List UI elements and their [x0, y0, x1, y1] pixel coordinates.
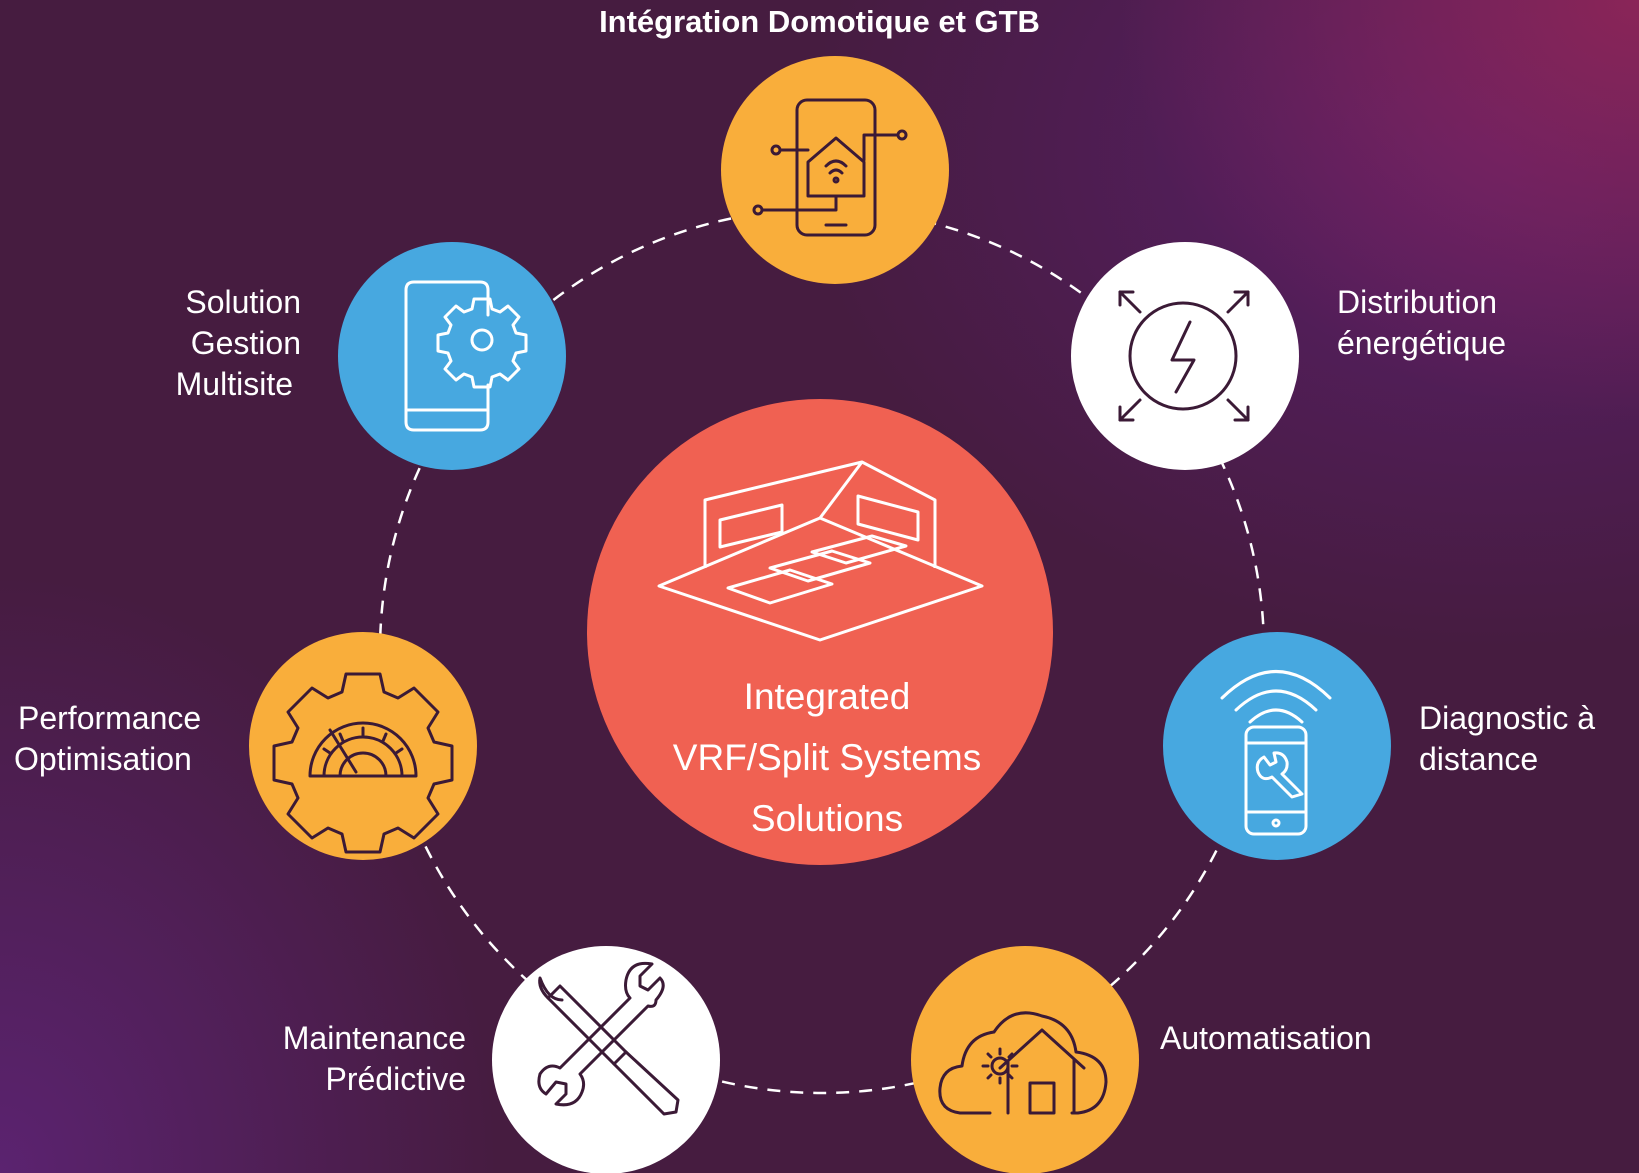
maintenance-line-2: Prédictive	[325, 1061, 467, 1097]
distribution-circle	[1071, 242, 1299, 470]
distribution-line-1: Distribution	[1337, 284, 1498, 320]
multisite-circle	[338, 242, 566, 470]
smart-home-phone-icon	[752, 98, 908, 237]
multisite-label: Solution Gestion Multisite	[176, 282, 301, 405]
performance-label: Performance Optimisation	[14, 698, 201, 780]
performance-line-2: Optimisation	[14, 741, 192, 777]
diagnostic-line-2: distance	[1419, 741, 1539, 777]
distribution-label: Distribution énergétique	[1337, 282, 1506, 364]
multisite-line-3: Multisite	[175, 366, 293, 402]
maintenance-circle	[492, 946, 720, 1173]
center-line-3: Solutions	[750, 798, 904, 839]
phone-gear-icon	[404, 280, 528, 432]
diagnostic-label: Diagnostic à distance	[1419, 698, 1595, 780]
automatisation-line-1: Automatisation	[1160, 1020, 1372, 1056]
center-line-1: Integrated	[743, 676, 911, 717]
center-line-2: VRF/Split Systems	[672, 737, 982, 778]
energy-bolt-icon	[1118, 290, 1250, 422]
cloud-home-gear-icon	[938, 1011, 1108, 1115]
remote-diagnostic-phone-icon	[1220, 670, 1332, 836]
automatisation-circle	[911, 946, 1139, 1173]
maintenance-line-1: Maintenance	[282, 1020, 466, 1056]
gauge-gear-icon	[272, 672, 454, 854]
cassette-ac-icon	[657, 460, 984, 642]
distribution-line-2: énergétique	[1337, 325, 1507, 361]
performance-circle	[249, 632, 477, 860]
multisite-line-1: Solution	[185, 284, 301, 320]
diagnostic-circle	[1163, 632, 1391, 860]
diagnostic-line-1: Diagnostic à	[1419, 700, 1596, 736]
tools-icon	[537, 961, 680, 1116]
top-title: Intégration Domotique et GTB	[599, 4, 1040, 39]
performance-line-1: Performance	[18, 700, 202, 736]
maintenance-label: Maintenance Prédictive	[283, 1018, 466, 1100]
center-text: Integrated VRF/Split Systems Solutions	[592, 666, 1062, 849]
automatisation-label: Automatisation	[1160, 1018, 1372, 1059]
multisite-line-2: Gestion	[190, 325, 301, 361]
